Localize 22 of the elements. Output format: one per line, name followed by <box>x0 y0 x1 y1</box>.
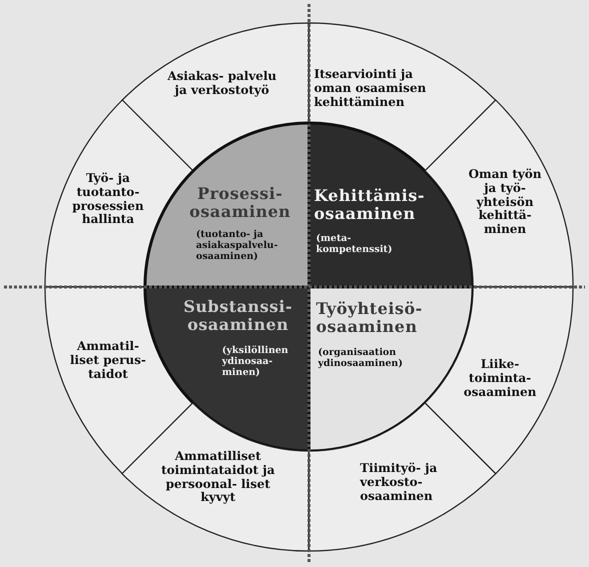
ring-segment <box>424 100 573 287</box>
ring-segment <box>309 402 496 551</box>
quadrant-subtitle: (organisaation ydinosaaminen) <box>318 348 404 370</box>
quadrant-subtitle: (meta- kompetenssit) <box>316 234 394 256</box>
quadrant-sector <box>145 123 309 287</box>
ring-segment <box>424 287 573 474</box>
quadrant-subtitle: (tuotanto- ja asiakaspalvelu- osaaminen) <box>196 230 279 263</box>
quadrant-heading: Työyhteisö- osaaminen <box>316 300 424 337</box>
quadrant-heading: Substanssi- osaaminen <box>182 298 294 335</box>
ring-segment <box>122 23 309 172</box>
quadrant-subtitle: (yksilöllinen ydinosaa- minen) <box>222 346 290 379</box>
segment-label: Tiimityö- ja verkosto- osaaminen <box>360 462 438 504</box>
quadrant-heading: Kehittämis- osaaminen <box>314 187 426 224</box>
segment-label: Oman työn ja työ- yhteisön kehittä- minen <box>467 168 543 237</box>
segment-label: Asiakas- palvelu ja verkostotyö <box>166 70 278 98</box>
quadrant-heading: Prosessi- osaaminen <box>188 185 292 222</box>
segment-label: Itsearviointi ja oman osaamisen kehittäminen <box>314 68 428 110</box>
ring-segment <box>122 402 309 551</box>
segment-label: Työ- ja tuotanto- prosessien hallinta <box>71 172 145 228</box>
segment-label: Liike- toiminta- osaaminen <box>462 358 538 400</box>
segment-label: Ammatil- liset perus- taidot <box>68 340 148 382</box>
segment-label: Ammatilliset toimintataidot ja persoonal- liset kyvyt <box>160 450 276 506</box>
